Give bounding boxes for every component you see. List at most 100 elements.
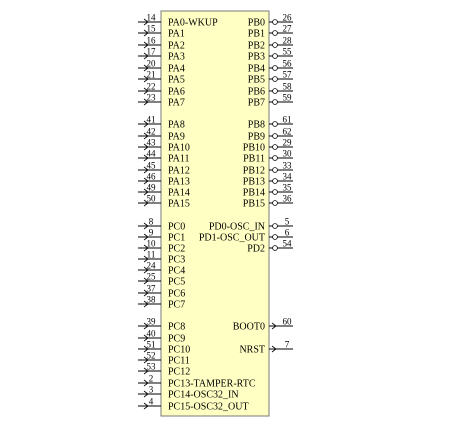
pin-number: 41: [147, 115, 156, 125]
pin-io-marker-icon: [272, 99, 278, 105]
pin-name: PC6: [168, 289, 185, 300]
pin-number: 24: [147, 261, 157, 271]
pin-number: 25: [147, 272, 157, 282]
pin-number: 2: [149, 374, 154, 384]
pin-number: 59: [283, 93, 293, 103]
pin-number: 10: [147, 239, 157, 249]
pin-name: PA13: [168, 177, 190, 188]
pin-direction-arrow-icon: [143, 120, 149, 128]
pin-io-marker-icon: [272, 19, 278, 25]
pin-number: 40: [147, 329, 157, 339]
pin-name: PA8: [168, 120, 185, 131]
pin-name: PA7: [168, 98, 185, 109]
pin-name: PA11: [168, 154, 190, 165]
pin-direction-arrow-icon: [143, 334, 149, 342]
pin-name: PA14: [168, 188, 190, 199]
pin-io-marker-icon: [272, 133, 278, 139]
pin-name: PA3: [168, 52, 185, 63]
pin-name: PB8: [248, 120, 265, 131]
pin-number: 5: [285, 217, 290, 227]
pin-number: 16: [147, 36, 157, 46]
pin-name: PC15-OSC32_OUT: [168, 402, 249, 413]
chip-body: [160, 10, 270, 417]
pin-name: PB0: [248, 18, 265, 29]
pin-io-marker-icon: [272, 200, 278, 206]
pin-number: 58: [283, 82, 293, 92]
pin-name: PB1: [248, 29, 265, 40]
pin-io-marker-icon: [272, 167, 278, 173]
pin-direction-arrow-icon: [143, 18, 149, 26]
pin-name: PB11: [243, 154, 265, 165]
pin-io-marker-icon: [272, 88, 278, 94]
pin-direction-arrow-icon: [143, 177, 149, 185]
pin-name: PB14: [243, 188, 265, 199]
pin-io-marker-icon: [272, 53, 278, 59]
pin-number: 7: [285, 340, 290, 350]
pin-io-marker-icon: [272, 223, 278, 229]
pin-number: 27: [283, 24, 293, 34]
pin-number: 8: [149, 217, 154, 227]
pin-name: PA4: [168, 64, 185, 75]
pin-direction-arrow-icon: [271, 322, 277, 330]
pin-direction-arrow-icon: [143, 143, 149, 151]
pin-number: 53: [147, 362, 157, 372]
pin-io-marker-icon: [272, 144, 278, 150]
pin-name: PC10: [168, 345, 190, 356]
pin-name: PD1-OSC_OUT: [199, 233, 265, 244]
pin-direction-arrow-icon: [143, 233, 149, 241]
pin-number: 52: [147, 351, 156, 361]
pin-direction-arrow-icon: [143, 367, 149, 375]
pin-number: 21: [147, 70, 156, 80]
pin-number: 50: [147, 194, 157, 204]
pin-name: PC5: [168, 277, 185, 288]
pin-name: PC9: [168, 334, 185, 345]
pin-name: PA0-WKUP: [168, 18, 218, 29]
pin-direction-arrow-icon: [143, 356, 149, 364]
pin-name: PB2: [248, 41, 265, 52]
pin-number: 35: [283, 183, 293, 193]
pin-number: 28: [283, 36, 293, 46]
pin-direction-arrow-icon: [143, 154, 149, 162]
pin-name: PC11: [168, 356, 190, 367]
pin-direction-arrow-icon: [143, 41, 149, 49]
pin-number: 9: [149, 228, 154, 238]
pin-name: PC1: [168, 233, 185, 244]
pin-direction-arrow-icon: [143, 52, 149, 60]
pin-io-marker-icon: [272, 178, 278, 184]
pin-number: 29: [283, 138, 293, 148]
pin-name: PA6: [168, 87, 185, 98]
pin-io-marker-icon: [272, 121, 278, 127]
pin-number: 26: [283, 13, 293, 23]
pin-number: 45: [147, 161, 157, 171]
pin-name: PB5: [248, 75, 265, 86]
pin-direction-arrow-icon: [143, 199, 149, 207]
pin-name: PB12: [243, 166, 265, 177]
pin-number: 49: [147, 183, 157, 193]
pin-name: PB9: [248, 132, 265, 143]
pin-name: PA1: [168, 29, 185, 40]
pin-name: PA15: [168, 199, 190, 210]
pin-number: 6: [285, 228, 290, 238]
